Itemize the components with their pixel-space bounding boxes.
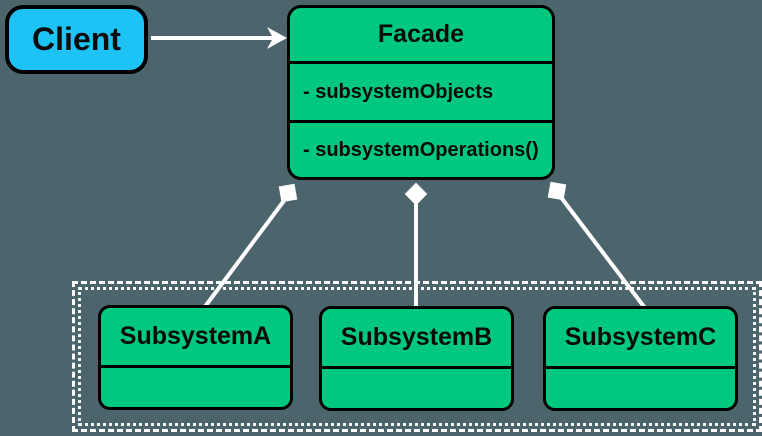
client-label: Client (32, 21, 121, 57)
aggregation-diamond-left (278, 183, 298, 203)
subsystemC-empty-compartment (546, 369, 735, 408)
facade-method: - subsystemOperations() (303, 138, 539, 161)
client-node: Client (5, 5, 148, 74)
facade-class-node: Facade - subsystemObjects - subsystemOpe… (287, 5, 555, 180)
subsystemC-title: SubsystemC (546, 309, 735, 369)
facade-attribute: - subsystemObjects (290, 64, 552, 123)
subsystemA-empty-compartment (101, 368, 290, 407)
facade-title: Facade (290, 8, 552, 64)
subsystemC-class-node: SubsystemC (543, 306, 738, 411)
arrowhead-icon (267, 27, 287, 49)
facade-to-subsystemC-line (555, 190, 650, 314)
subsystemB-class-node: SubsystemB (319, 306, 514, 411)
subsystemB-empty-compartment (322, 369, 511, 408)
facade-to-subsystemA-line (199, 192, 291, 314)
aggregation-diamond-right (547, 181, 567, 201)
subsystemA-class-node: SubsystemA (98, 305, 293, 410)
subsystemB-title: SubsystemB (322, 309, 511, 369)
subsystemA-title: SubsystemA (101, 308, 290, 368)
